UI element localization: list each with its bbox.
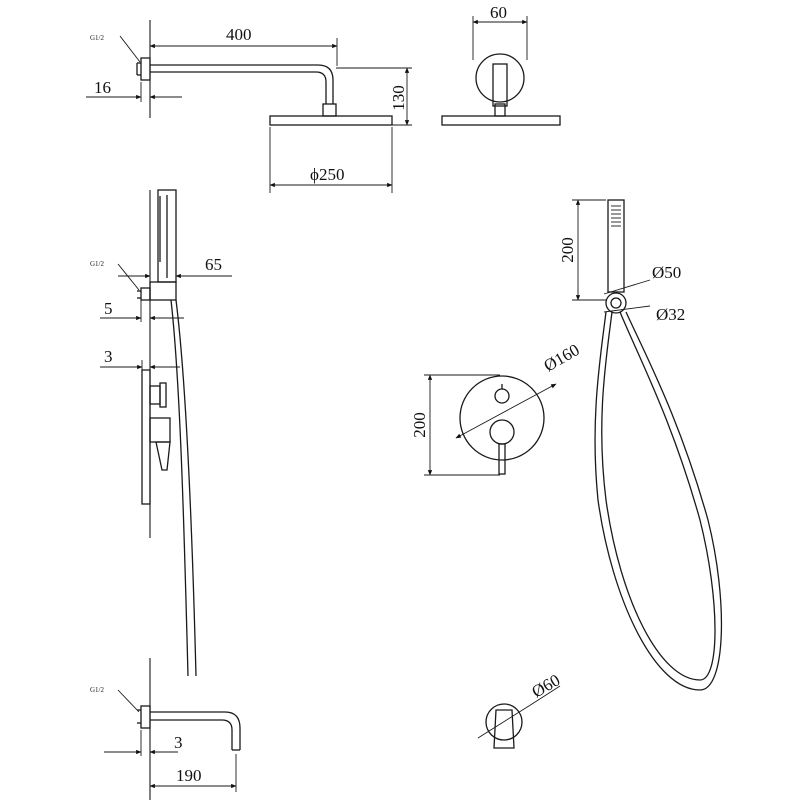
dim-wall-outlet: 5 [104, 299, 113, 318]
hand-shower-side-view: G1/2 65 5 [90, 189, 232, 677]
dim-flange-width: 60 [490, 3, 507, 22]
dim-spout-length: 190 [176, 766, 202, 785]
dim-hand-projection: 65 [205, 255, 222, 274]
dim-holder-inner: Ø32 [656, 305, 685, 324]
dim-plate-diameter: Ø160 [541, 340, 583, 375]
dim-mixer-height: 200 [410, 412, 429, 438]
spout-side-view: G1/2 3 190 [90, 658, 241, 800]
thread-label-top: G1/2 [90, 34, 105, 42]
shower-arm-front-view: 60 [441, 3, 561, 126]
dim-spout-flange: Ø60 [529, 670, 564, 701]
mixer-side-view: 3 [100, 347, 180, 505]
dim-drop-height: 130 [389, 85, 408, 111]
dim-arm-length: 400 [226, 25, 252, 44]
hand-shower-front-view: 200 Ø50 Ø32 [558, 199, 723, 691]
dim-holder-outer: Ø50 [652, 263, 681, 282]
dim-wall-offset: 16 [94, 78, 111, 97]
dim-hand-height: 200 [558, 237, 577, 263]
thread-label-middle: G1/2 [90, 260, 105, 268]
dim-spout-plate: 3 [174, 733, 183, 752]
mixer-front-view: Ø160 200 [410, 340, 583, 476]
dim-plate-thickness: 3 [104, 347, 113, 366]
shower-arm-side-view: G1/2 400 16 130 ϕ250 [86, 20, 412, 193]
dim-head-diameter: ϕ250 [310, 165, 344, 184]
spout-front-view: Ø60 [477, 670, 564, 749]
thread-label-bottom: G1/2 [90, 686, 105, 694]
